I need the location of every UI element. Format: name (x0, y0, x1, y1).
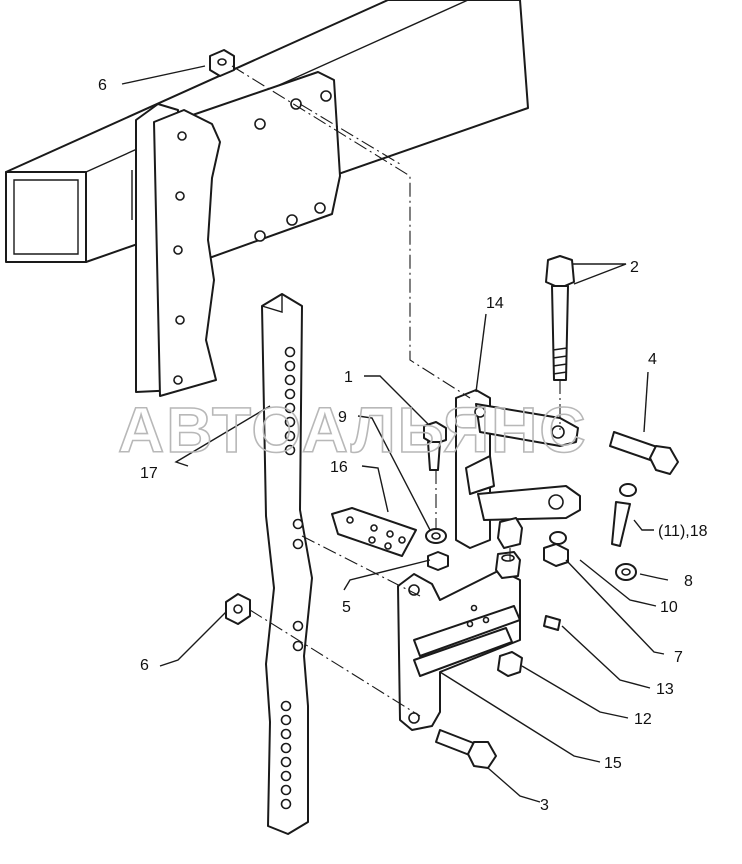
vertical-bar (261, 293, 313, 835)
callout-14: 14 (486, 295, 504, 312)
bushing (495, 517, 523, 579)
upper-bracket (131, 71, 341, 397)
nut-12 (497, 651, 523, 677)
callout-4: 4 (648, 351, 657, 368)
callout-12: 12 (634, 711, 652, 728)
nut-7 (543, 531, 569, 567)
bolt-4 (609, 431, 679, 475)
callout-11-18: (11),18 (658, 523, 708, 540)
callout-6-left: 6 (140, 657, 149, 674)
leader-lines (121, 65, 669, 803)
bolt-1 (423, 421, 447, 471)
pin-11-18 (611, 483, 637, 547)
callout-labels: 6 2 4 14 1 9 16 17 (11),18 8 5 10 6 7 13… (98, 77, 708, 814)
callout-7: 7 (674, 649, 683, 666)
callout-15: 15 (604, 755, 622, 772)
callout-10: 10 (660, 599, 678, 616)
nut-5 (427, 551, 449, 571)
clip-8 (615, 563, 637, 581)
assembly-lines (231, 65, 561, 717)
washer-9 (425, 528, 447, 544)
plate-16 (331, 507, 417, 557)
callout-6-top: 6 (98, 77, 107, 94)
callout-2: 2 (630, 259, 639, 276)
nut-top (209, 49, 235, 77)
callout-1: 1 (344, 369, 353, 386)
bolt-2 (545, 255, 575, 381)
nut-left (225, 593, 251, 625)
callout-17: 17 (140, 465, 158, 482)
callout-3: 3 (540, 797, 549, 814)
callout-13: 13 (656, 681, 674, 698)
hinge-bracket-lower (397, 569, 521, 731)
callout-5: 5 (342, 599, 351, 616)
watermark-text: АВТОАЛЬЯНС (118, 394, 588, 466)
callout-8: 8 (684, 573, 693, 590)
callout-9: 9 (338, 409, 347, 426)
bolt-3 (435, 729, 497, 769)
callout-16: 16 (330, 459, 348, 476)
grease-nipple-13 (543, 615, 561, 631)
